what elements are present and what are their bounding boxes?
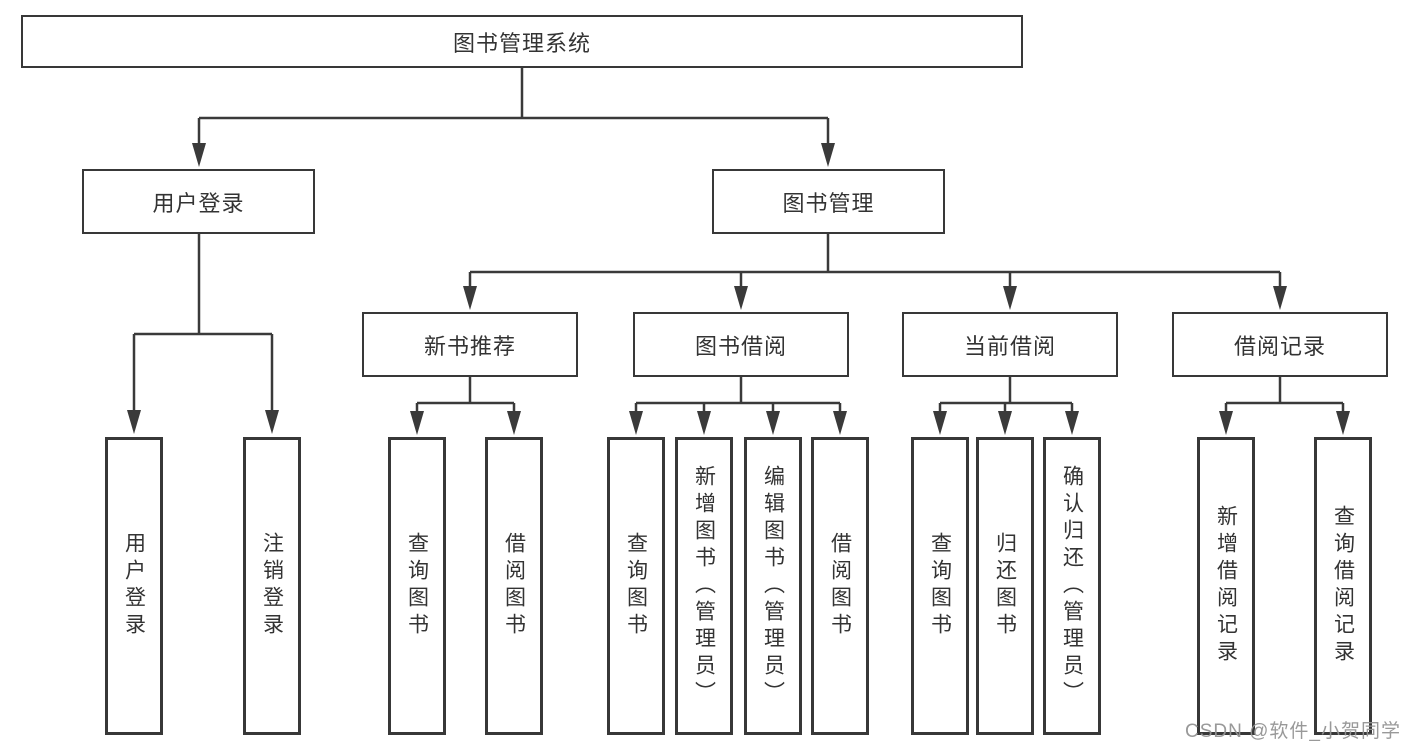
arrow-down-icon (933, 411, 947, 435)
arrow-down-icon (833, 411, 847, 435)
leaf-confirm-return-admin-label: 确认归还（管理员） (1060, 464, 1084, 708)
arrow-down-icon (463, 286, 477, 310)
arrow-down-icon (1336, 411, 1350, 435)
leaf-query-book-current: 查询图书 (911, 437, 969, 735)
arrow-down-icon (410, 411, 424, 435)
arrow-down-icon (265, 410, 279, 434)
leaf-query-book-recommend-label: 查询图书 (405, 532, 429, 640)
leaf-logout: 注销登录 (243, 437, 301, 735)
arrowheads (127, 143, 1350, 435)
node-borrow-records-label: 借阅记录 (1233, 333, 1326, 359)
node-root-system: 图书管理系统 (21, 15, 1023, 68)
leaf-add-borrow-record-label: 新增借阅记录 (1214, 505, 1238, 667)
csdn-watermark: CSDN @软件_小贺同学 (1185, 721, 1401, 742)
arrow-down-icon (192, 143, 206, 167)
arrow-down-icon (734, 286, 748, 310)
arrow-down-icon (1003, 286, 1017, 310)
node-book-management-label: 图书管理 (782, 190, 875, 216)
arrow-down-icon (629, 411, 643, 435)
leaf-query-borrow-record: 查询借阅记录 (1314, 437, 1372, 735)
leaf-edit-book-admin: 编辑图书（管理员） (744, 437, 802, 735)
connector-paths (132, 68, 1345, 413)
leaf-query-borrow-record-label: 查询借阅记录 (1331, 505, 1355, 667)
leaf-query-book-borrow-label: 查询图书 (624, 532, 648, 640)
arrow-down-icon (127, 410, 141, 434)
arrow-down-icon (1219, 411, 1233, 435)
node-new-book-recommend-label: 新书推荐 (423, 333, 516, 359)
arrow-down-icon (821, 143, 835, 167)
node-user-login: 用户登录 (82, 169, 315, 234)
leaf-query-book-recommend: 查询图书 (388, 437, 446, 735)
leaf-borrow-book-recommend-label: 借阅图书 (502, 532, 526, 640)
arrow-down-icon (1273, 286, 1287, 310)
leaf-borrow-book-recommend: 借阅图书 (485, 437, 543, 735)
leaf-add-borrow-record: 新增借阅记录 (1197, 437, 1255, 735)
leaf-user-login-label: 用户登录 (122, 532, 146, 640)
node-current-borrow: 当前借阅 (902, 312, 1118, 377)
node-new-book-recommend: 新书推荐 (362, 312, 578, 377)
node-root-label: 图书管理系统 (452, 30, 591, 56)
leaf-user-login: 用户登录 (105, 437, 163, 735)
leaf-add-book-admin-label: 新增图书（管理员） (692, 464, 716, 708)
leaf-borrow-book-label: 借阅图书 (828, 532, 852, 640)
node-borrow-records: 借阅记录 (1172, 312, 1388, 377)
node-book-borrow-label: 图书借阅 (694, 333, 787, 359)
leaf-query-book-borrow: 查询图书 (607, 437, 665, 735)
node-current-borrow-label: 当前借阅 (963, 333, 1056, 359)
leaf-logout-label: 注销登录 (260, 532, 284, 640)
arrow-down-icon (766, 411, 780, 435)
leaf-borrow-book: 借阅图书 (811, 437, 869, 735)
arrow-down-icon (1065, 411, 1079, 435)
leaf-edit-book-admin-label: 编辑图书（管理员） (761, 464, 785, 708)
node-user-login-label: 用户登录 (152, 190, 245, 216)
leaf-return-book-label: 归还图书 (993, 532, 1017, 640)
node-book-borrow: 图书借阅 (633, 312, 849, 377)
node-book-management: 图书管理 (712, 169, 945, 234)
leaf-return-book: 归还图书 (976, 437, 1034, 735)
arrow-down-icon (697, 411, 711, 435)
arrow-down-icon (998, 411, 1012, 435)
leaf-query-book-current-label: 查询图书 (928, 532, 952, 640)
arrow-down-icon (507, 411, 521, 435)
leaf-add-book-admin: 新增图书（管理员） (675, 437, 733, 735)
leaf-confirm-return-admin: 确认归还（管理员） (1043, 437, 1101, 735)
